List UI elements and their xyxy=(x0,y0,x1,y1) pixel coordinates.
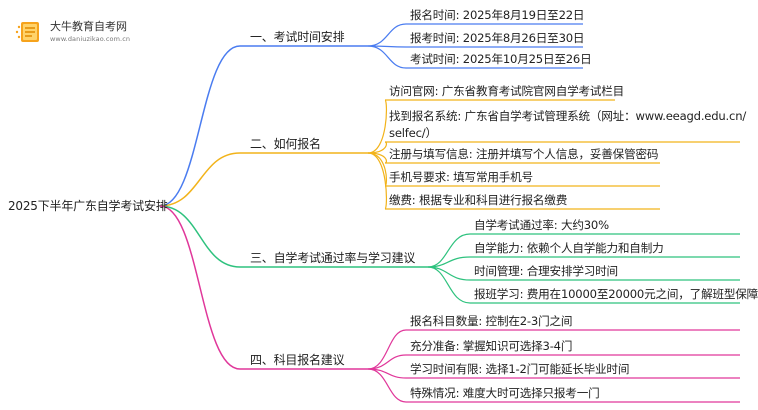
leaf-limited-time: 学习时间有限: 选择1-2门可能延长毕业时间 xyxy=(410,362,630,376)
leaf-payment: 缴费: 根据专业和科目进行报名缴费 xyxy=(389,193,568,207)
root-topic: 2025下半年广东自学考试安排 xyxy=(8,199,168,213)
leaf-special-case: 特殊情况: 难度大时可选择只报考一门 xyxy=(410,386,600,400)
leaf-official-site: 访问官网: 广东省教育考试院官网自学考试栏目 xyxy=(389,84,625,98)
leaf-self-study: 自学能力: 依赖个人自学能力和自制力 xyxy=(474,241,664,255)
leaf-time-management: 时间管理: 合理安排学习时间 xyxy=(474,264,618,278)
leaf-full-preparation: 充分准备: 掌握知识可选择3-4门 xyxy=(410,339,573,353)
leaf-phone-requirement: 手机号要求: 填写常用手机号 xyxy=(389,170,533,184)
leaf-register-info: 注册与填写信息: 注册并填写个人信息，妥善保管密码 xyxy=(389,147,659,161)
leaf-registration-time: 报名时间: 2025年8月19日至22日 xyxy=(410,8,585,22)
connector-root-branch-4 xyxy=(159,205,241,370)
leaf-class-study: 报班学习: 费用在10000至20000元之间，了解班型保障 xyxy=(474,287,758,301)
leaf-registration-system-cont: selfec/） xyxy=(389,126,437,140)
leaf-application-time: 报考时间: 2025年8月26日至30日 xyxy=(410,31,585,45)
branch-4-label: 四、科目报名建议 xyxy=(250,353,345,367)
branch-3-label: 三、自学考试通过率与学习建议 xyxy=(250,251,416,265)
logo-title: 大牛教育自考网 xyxy=(50,20,127,33)
connector-root-branch-2 xyxy=(159,152,241,207)
leaf-pass-rate: 自学考试通过率: 大约30% xyxy=(474,218,609,232)
leaf-exam-time: 考试时间: 2025年10月25日至26日 xyxy=(410,52,592,66)
book-logo-icon xyxy=(15,22,39,42)
logo-url: www.daniuzikao.com.cn xyxy=(50,35,131,43)
branch-1-label: 一、考试时间安排 xyxy=(250,30,345,44)
leaf-subject-count: 报名科目数量: 控制在2-3门之间 xyxy=(410,314,573,328)
connector-root-branch-1 xyxy=(159,45,241,207)
leaf-registration-system: 找到报名系统: 广东省自学考试管理系统（网址：www.eeagd.edu.cn/ xyxy=(389,109,747,123)
connector-root-branch-3 xyxy=(159,205,241,268)
logo: 大牛教育自考网 www.daniuzikao.com.cn xyxy=(10,14,160,50)
branch-2-label: 二、如何报名 xyxy=(250,137,321,151)
